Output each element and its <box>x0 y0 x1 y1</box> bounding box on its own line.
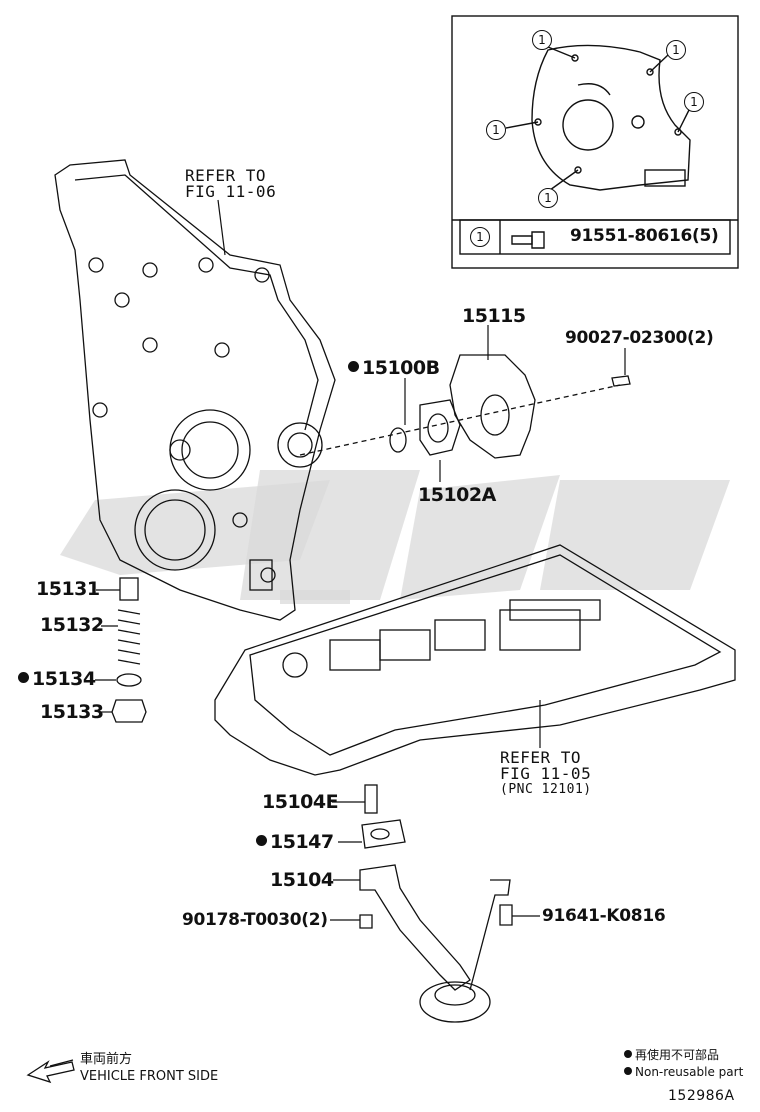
inset-box <box>451 15 739 269</box>
timing-chain-cover <box>54 159 336 621</box>
callout-1: 1 <box>532 30 552 50</box>
part-15104[interactable]: 15104 <box>270 869 334 891</box>
legend-non-reusable-en: Non-reusable part <box>624 1065 743 1079</box>
callout-1-legend: 1 <box>470 227 490 247</box>
non-reusable-dot-icon <box>348 361 359 372</box>
non-reusable-dot-icon <box>256 835 267 846</box>
part-15102A[interactable]: 15102A <box>418 484 496 506</box>
part-15134[interactable]: 15134 <box>18 668 96 690</box>
reference-fig-11-05[interactable]: REFER TO FIG 11-05 (PNC 12101) <box>500 750 592 798</box>
part-90178-T0030[interactable]: 90178-T0030(2) <box>182 910 328 930</box>
part-15132[interactable]: 15132 <box>40 614 104 636</box>
vehicle-front-jp: 車両前方 <box>80 1052 133 1067</box>
part-number-text: 15134 <box>32 668 96 690</box>
inset-bolt-part-number[interactable]: 91551-80616(5) <box>570 226 719 246</box>
non-reusable-dot-icon <box>18 672 29 683</box>
callout-1: 1 <box>486 120 506 140</box>
part-15131[interactable]: 15131 <box>36 578 100 600</box>
callout-1: 1 <box>666 40 686 60</box>
legend-text: 再使用不可部品 <box>635 1048 720 1062</box>
non-reusable-dot-icon <box>624 1066 632 1075</box>
legend-non-reusable-jp: 再使用不可部品 <box>624 1046 719 1063</box>
part-15147[interactable]: 15147 <box>256 831 334 853</box>
part-number-text: 15100B <box>362 357 440 379</box>
vehicle-front-en: VEHICLE FRONT SIDE <box>80 1069 219 1084</box>
reference-line: FIG 11-05 <box>500 764 592 783</box>
reference-line: REFER TO <box>185 166 267 185</box>
part-90027-02300[interactable]: 90027-02300(2) <box>565 328 714 348</box>
callout-1: 1 <box>684 92 704 112</box>
oil-pan <box>214 544 736 776</box>
watermark-logo <box>60 470 730 604</box>
non-reusable-dot-icon <box>624 1049 632 1058</box>
part-15104E[interactable]: 15104E <box>262 791 339 813</box>
figure-id: 152986A <box>668 1088 735 1104</box>
legend-text: Non-reusable part <box>635 1065 744 1079</box>
reference-line: FIG 11-06 <box>185 182 277 201</box>
leader-lines <box>95 199 626 921</box>
oil-strainer <box>359 784 513 1023</box>
part-15100B[interactable]: 15100B <box>348 357 440 379</box>
callout-1: 1 <box>538 188 558 208</box>
part-15133[interactable]: 15133 <box>40 701 104 723</box>
reference-line: REFER TO <box>500 748 582 767</box>
part-91641-K0816[interactable]: 91641-K0816 <box>542 906 666 926</box>
relief-valve-parts <box>111 577 147 723</box>
vehicle-front-arrow-icon <box>26 1059 75 1084</box>
reference-fig-11-06[interactable]: REFER TO FIG 11-06 <box>185 168 276 200</box>
reference-pnc: (PNC 12101) <box>500 782 592 797</box>
oil-pump-assy <box>299 354 631 459</box>
part-15115[interactable]: 15115 <box>462 305 526 327</box>
part-number-text: 15147 <box>270 831 334 853</box>
